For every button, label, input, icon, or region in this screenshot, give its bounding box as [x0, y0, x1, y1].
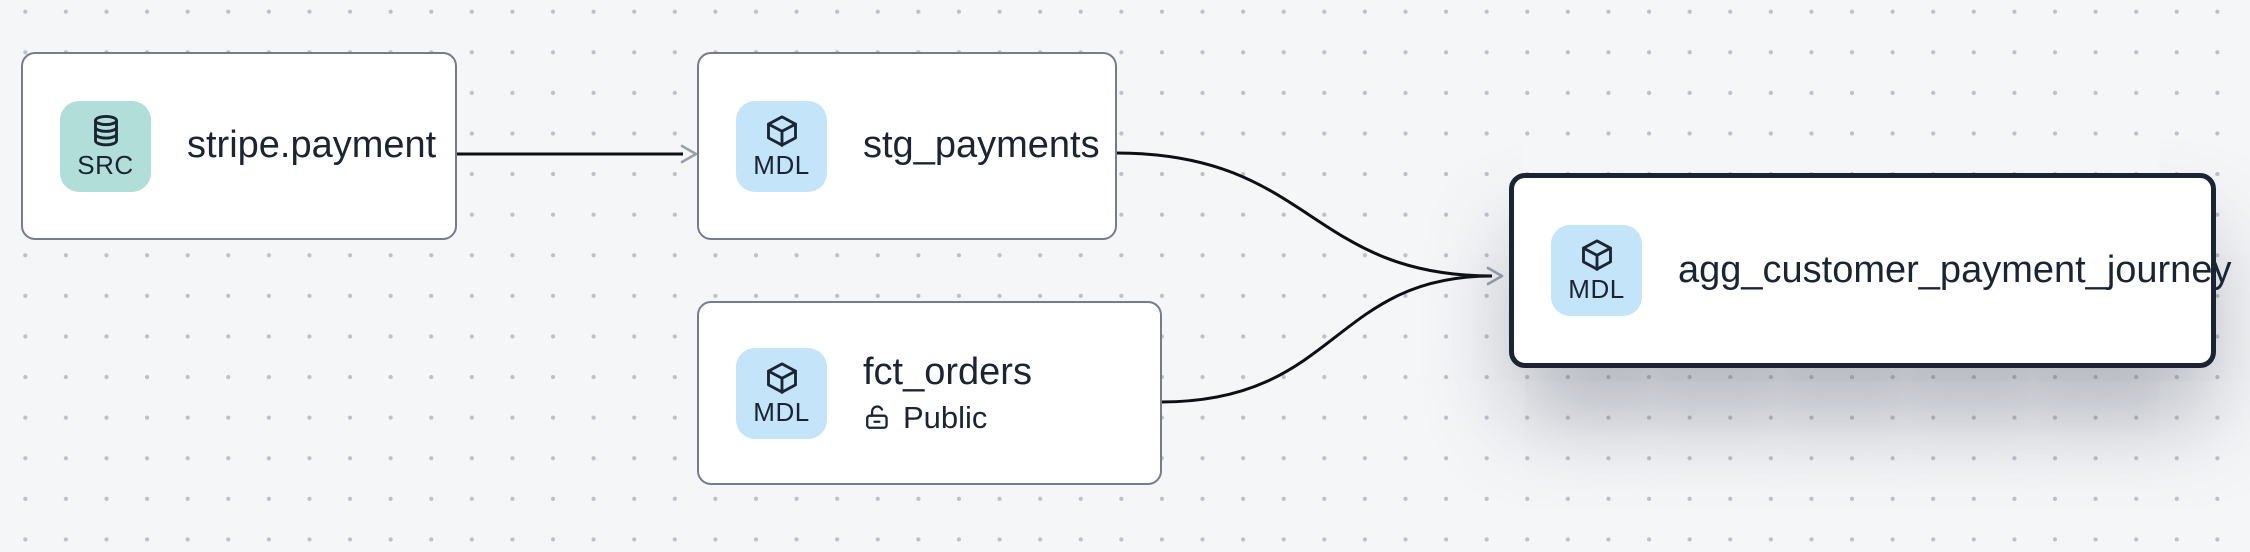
access-badge: Public: [863, 399, 1032, 435]
node-agg-customer-payment-journey[interactable]: MDL agg_customer_payment_journey: [1509, 173, 2231, 368]
cube-icon: [766, 115, 797, 147]
source-type-badge: SRC: [60, 100, 151, 192]
node-label: agg_customer_payment_journey: [1678, 248, 2232, 291]
node-label: fct_orders: [863, 351, 1032, 394]
type-badge-label: MDL: [753, 149, 810, 180]
node-label: stripe.payment: [187, 124, 437, 167]
database-icon: [93, 114, 118, 147]
model-type-badge: MDL: [736, 100, 827, 192]
type-badge-label: SRC: [77, 149, 134, 180]
type-badge-label: MDL: [753, 396, 810, 427]
node-stripe-payment[interactable]: SRC stripe.payment: [21, 52, 457, 240]
edge-stg-payments-to-agg: [1115, 151, 1493, 278]
edge-fct-orders-to-agg: [1160, 274, 1493, 404]
type-badge-label: MDL: [1568, 274, 1625, 305]
cube-icon: [1581, 239, 1612, 272]
model-type-badge: MDL: [736, 347, 827, 439]
arrowhead-icon: [680, 144, 698, 164]
model-type-badge: MDL: [1551, 225, 1642, 316]
node-stg-payments[interactable]: MDL stg_payments: [697, 52, 1117, 240]
lock-open-icon: [866, 405, 888, 430]
node-fct-orders[interactable]: MDL fct_orders Public: [697, 301, 1162, 485]
cube-icon: [766, 362, 797, 394]
node-label: stg_payments: [863, 124, 1100, 167]
access-label: Public: [903, 399, 988, 435]
arrowhead-icon: [1486, 266, 1504, 286]
